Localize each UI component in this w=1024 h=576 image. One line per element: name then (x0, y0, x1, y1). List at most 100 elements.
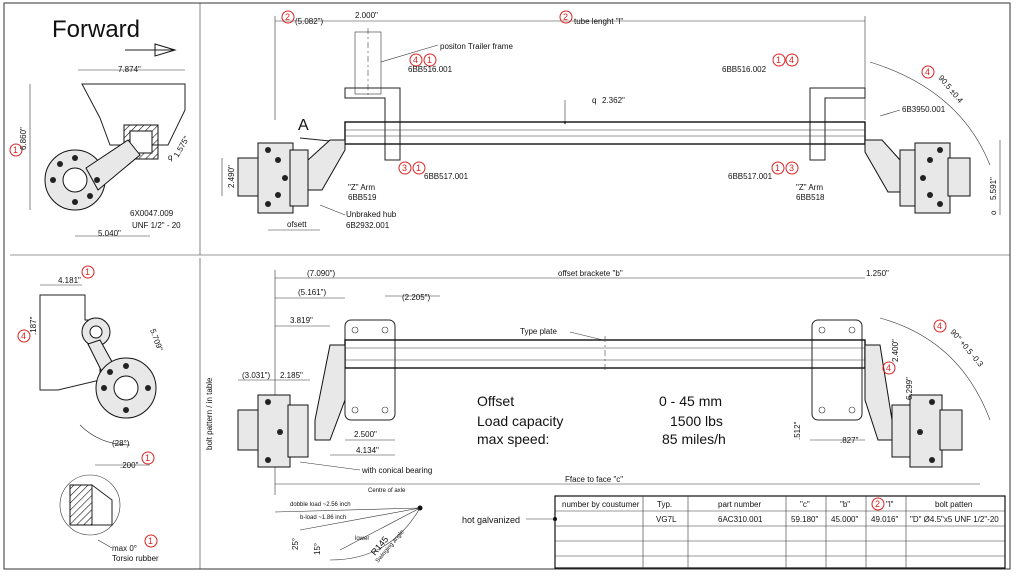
sheet-border (3, 2, 1011, 570)
right-z-arm-part: 6BB518 (796, 193, 825, 202)
svg-text:4: 4 (886, 363, 891, 373)
spec-value-offset: 0 - 45 mm (659, 393, 722, 409)
frame-width-dim: 2.000" (355, 11, 378, 20)
svg-text:4: 4 (789, 55, 794, 65)
front-right-h1: 2.400" (891, 339, 900, 362)
spec-label-speed: max speed: (477, 431, 549, 447)
right-hub-assembly (864, 139, 971, 214)
th-b: "b" (840, 500, 850, 509)
th-part: part number (718, 500, 761, 509)
brackets-label: offset brackete "b" (558, 269, 623, 278)
td-l: 49.016" (871, 515, 898, 524)
svg-text:2: 2 (285, 12, 290, 22)
front-right-h2: 6.299" (905, 377, 914, 400)
front-left-bracket (344, 319, 396, 421)
svg-text:2: 2 (563, 12, 568, 22)
td-part: 6AC310.001 (718, 515, 763, 524)
spec-value-load: 1500 lbs (670, 413, 723, 429)
parts-table: number by coustumer Typ. part number "c"… (554, 495, 1006, 569)
ls-top-dim: 4.181" (58, 276, 81, 285)
svg-text:1: 1 (145, 453, 150, 463)
galvanized-label: hot galvanized (462, 515, 520, 525)
front-left-hub (237, 394, 309, 468)
side-width-dim: 7.874" (118, 65, 141, 74)
right-z-arm-label: "Z" Arm (796, 183, 823, 192)
svg-text:3: 3 (789, 163, 794, 173)
svg-text:o: o (989, 210, 998, 215)
frame-label: positon Trailer frame (440, 42, 513, 51)
forward-title: Forward (52, 16, 140, 43)
svg-text:4: 4 (413, 55, 418, 65)
ls-arm-dim: 5.709" (148, 328, 164, 353)
svg-text:2: 2 (875, 499, 880, 509)
hub-dim2: 2.185" (280, 371, 303, 380)
load-diagram: Centre of axle dobble load ~2.56 inch b-… (274, 488, 423, 564)
front-right-bottom2: .827" (840, 436, 859, 445)
forward-arrow-icon (125, 43, 177, 57)
right-part-number: 6B3950.001 (902, 105, 946, 114)
td-typ: VG7L (656, 515, 677, 524)
side-view: 7.874" 1 6.860" q 1.575" 6X0047.009 UNF … (9, 65, 191, 238)
ls-angle: (28°) (112, 439, 130, 448)
spec-label-offset: Offset (477, 393, 514, 409)
svg-text:q: q (168, 153, 172, 162)
ls-left-dim: .187" (29, 316, 38, 335)
th-number: number by coustumer (562, 500, 640, 509)
hub-dim1: (3.031") (242, 371, 271, 380)
front-bottom-dim2: 4.134" (356, 446, 379, 455)
td-b: 45.000" (831, 515, 858, 524)
angle-15: 15° (313, 543, 322, 555)
front-total-dim: (7.090") (307, 269, 336, 278)
bload-label: b-load ~1.86 inch (300, 515, 346, 521)
left-z-arm-label: "Z" Arm (348, 183, 375, 192)
right-arm-part: 6BB517.001 (728, 172, 773, 181)
front-right-dim: 1.250" (866, 269, 889, 278)
svg-text:1: 1 (148, 536, 153, 546)
right-bracket-part: 6BB516.002 (722, 65, 767, 74)
th-bolt: bolt patten (935, 500, 972, 509)
left-offset-dim: (5.082") (295, 17, 324, 26)
axle-tube (344, 121, 866, 145)
unbraked-hub-label: Unbraked hub (346, 210, 397, 219)
tube-length-label: tube lenght "l" (574, 17, 623, 26)
front-right-bottom1: .512" (793, 421, 802, 440)
front-view: (7.090") offset brackete "b" 1.250" (5.1… (205, 269, 991, 495)
hub-width-dim: 5.040" (98, 229, 121, 238)
spec-label-load: Load capacity (477, 413, 563, 429)
front-bottom-dim1: 2.500" (354, 430, 377, 439)
front-right-bracket (811, 319, 863, 421)
front-bracket-dim: (2.205") (402, 293, 431, 302)
torsio-label: Torsio rubber (112, 554, 159, 563)
left-z-arm-part: 6BB519 (348, 193, 377, 202)
svg-text:1: 1 (776, 55, 781, 65)
svg-text:1: 1 (427, 55, 432, 65)
offset-label: ofsett (287, 220, 307, 229)
right-bracket (809, 87, 866, 161)
right-dim: 5.591" (989, 177, 998, 200)
specs-block: Offset 0 - 45 mm Load capacity 1500 lbs … (477, 393, 726, 447)
th-typ: Typ. (657, 500, 672, 509)
svg-text:4: 4 (21, 331, 26, 341)
bolt-part: 6X0047.009 (130, 209, 174, 218)
svg-text:1: 1 (13, 145, 18, 155)
front-right-angle: 90° +0.5 -0.3 (948, 328, 985, 370)
side-diag-dim: 1.575" (172, 135, 191, 159)
left-arm-part: 6BB517.001 (424, 172, 469, 181)
spec-value-speed: 85 miles/h (662, 431, 726, 447)
svg-text:q: q (592, 96, 596, 105)
svg-text:1: 1 (85, 267, 90, 277)
svg-text:4: 4 (937, 321, 942, 331)
type-plate-label: Type plate (520, 327, 557, 336)
ls-bottom-dim: .200" (120, 461, 139, 470)
svg-text:4: 4 (925, 67, 930, 77)
svg-text:3: 3 (402, 163, 407, 173)
svg-text:1: 1 (775, 163, 780, 173)
tube-size-dim: 2.362" (602, 96, 625, 105)
top-view: 2 (5.082") 2.000" 2 tube lenght "l" posi… (221, 10, 1001, 231)
ls-max-label: max 0° (112, 544, 137, 553)
td-c: 59.180" (791, 515, 818, 524)
front-arm-dim: 3.819" (290, 316, 313, 325)
td-bolt: "D" Ø4.5"x5 UNF 1/2"-20 (910, 515, 999, 524)
